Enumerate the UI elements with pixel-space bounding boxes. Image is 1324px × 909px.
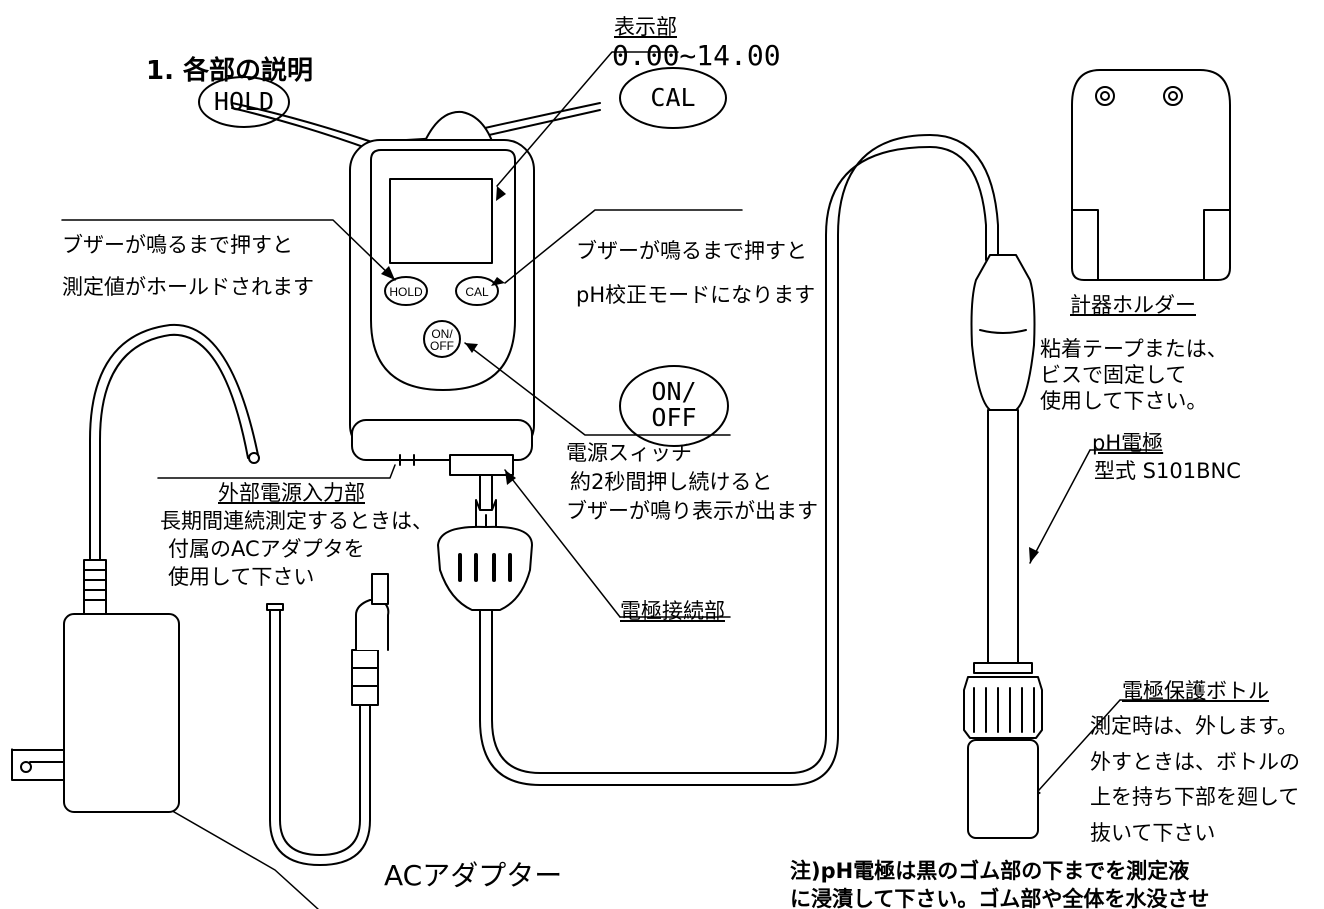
power-description-line-2: 約2秒間押し続けると [570,470,773,494]
external-power-description-line-2: 付属のACアダプタを [168,537,365,561]
meter-body [349,139,535,476]
electrode-socket [449,454,514,476]
electrode-plug [437,499,533,611]
page-title: 1. 各部の説明 [146,56,314,86]
holder-description-line-3: 使用して下さい。 [1040,389,1208,413]
holder-label: 計器ホルダー [1070,293,1196,317]
bottle-description-line-1: 測定時は、外します。 [1090,714,1298,738]
hold-description-line-1: ブザーが鳴るまで押すと [62,233,293,257]
power-callout-label-1: ON/ [651,377,697,406]
cal-description-line-2: pH校正モードになります [576,283,816,307]
power-description-line-1: 電源スィッチ [566,441,692,465]
hold-button: HOLD [389,285,423,299]
power-button-label-2: OFF [430,339,454,353]
display-label: 表示部 [614,15,677,39]
connector-label: 電極接続部 [620,599,725,623]
cal-callout-ellipse [619,67,727,129]
external-power-label: 外部電源入力部 [218,481,365,505]
power-callout-label-2: OFF [651,403,697,432]
holder-description-line-1: 粘着テープまたは、 [1040,337,1228,361]
ph-electrode [963,254,1043,839]
lcd-screen [389,178,493,264]
note-line-1: 注)pH電極は黒のゴム部の下までを測定液 [790,859,1190,883]
bottle-description-line-3: 上を持ち下部を廻して [1090,785,1300,809]
hold-description-line-2: 測定値がホールドされます [62,275,314,299]
cal-description-line-1: ブザーが鳴るまで押すと [576,239,807,263]
bottle-description-line-4: 抜いて下さい [1090,821,1216,845]
cal-callout-label: CAL [650,83,696,112]
bottle-label: 電極保護ボトル [1122,679,1269,703]
electrode-label: pH電極 [1092,431,1164,455]
hold-callout-label: HOLD [213,87,275,116]
power-button-label-1: ON/ [431,327,453,341]
electrode-cable [479,134,999,786]
power-button-outline [423,320,461,358]
external-power-description-line-1: 長期間連続測定するときは、 [160,509,433,533]
power-callout-ellipse [619,365,729,447]
bottle-description-line-2: 外すときは、ボトルの [1090,750,1300,774]
hold-callout-ellipse [198,76,290,128]
cal-button: CAL [465,285,489,299]
protective-bottle [967,739,1039,839]
holder-description-line-2: ビスで固定して [1040,363,1187,387]
power-description-line-3: ブザーが鳴り表示が出ます [566,499,818,523]
dc-plug-cable [266,573,390,866]
meter-holder [1071,69,1231,281]
note-line-2: に浸漬して下さい。ゴム部や全体を水没させ [790,887,1210,909]
electrode-model: 型式 S101BNC [1094,459,1241,483]
ac-adapter-body [10,613,180,813]
external-power-description-line-3: 使用して下さい [168,565,315,589]
ac-adapter-label: ACアダプター [384,859,563,892]
cal-button-outline [455,276,499,306]
hold-button-outline [384,276,428,306]
display-range: 0.00~14.00 [612,39,781,72]
